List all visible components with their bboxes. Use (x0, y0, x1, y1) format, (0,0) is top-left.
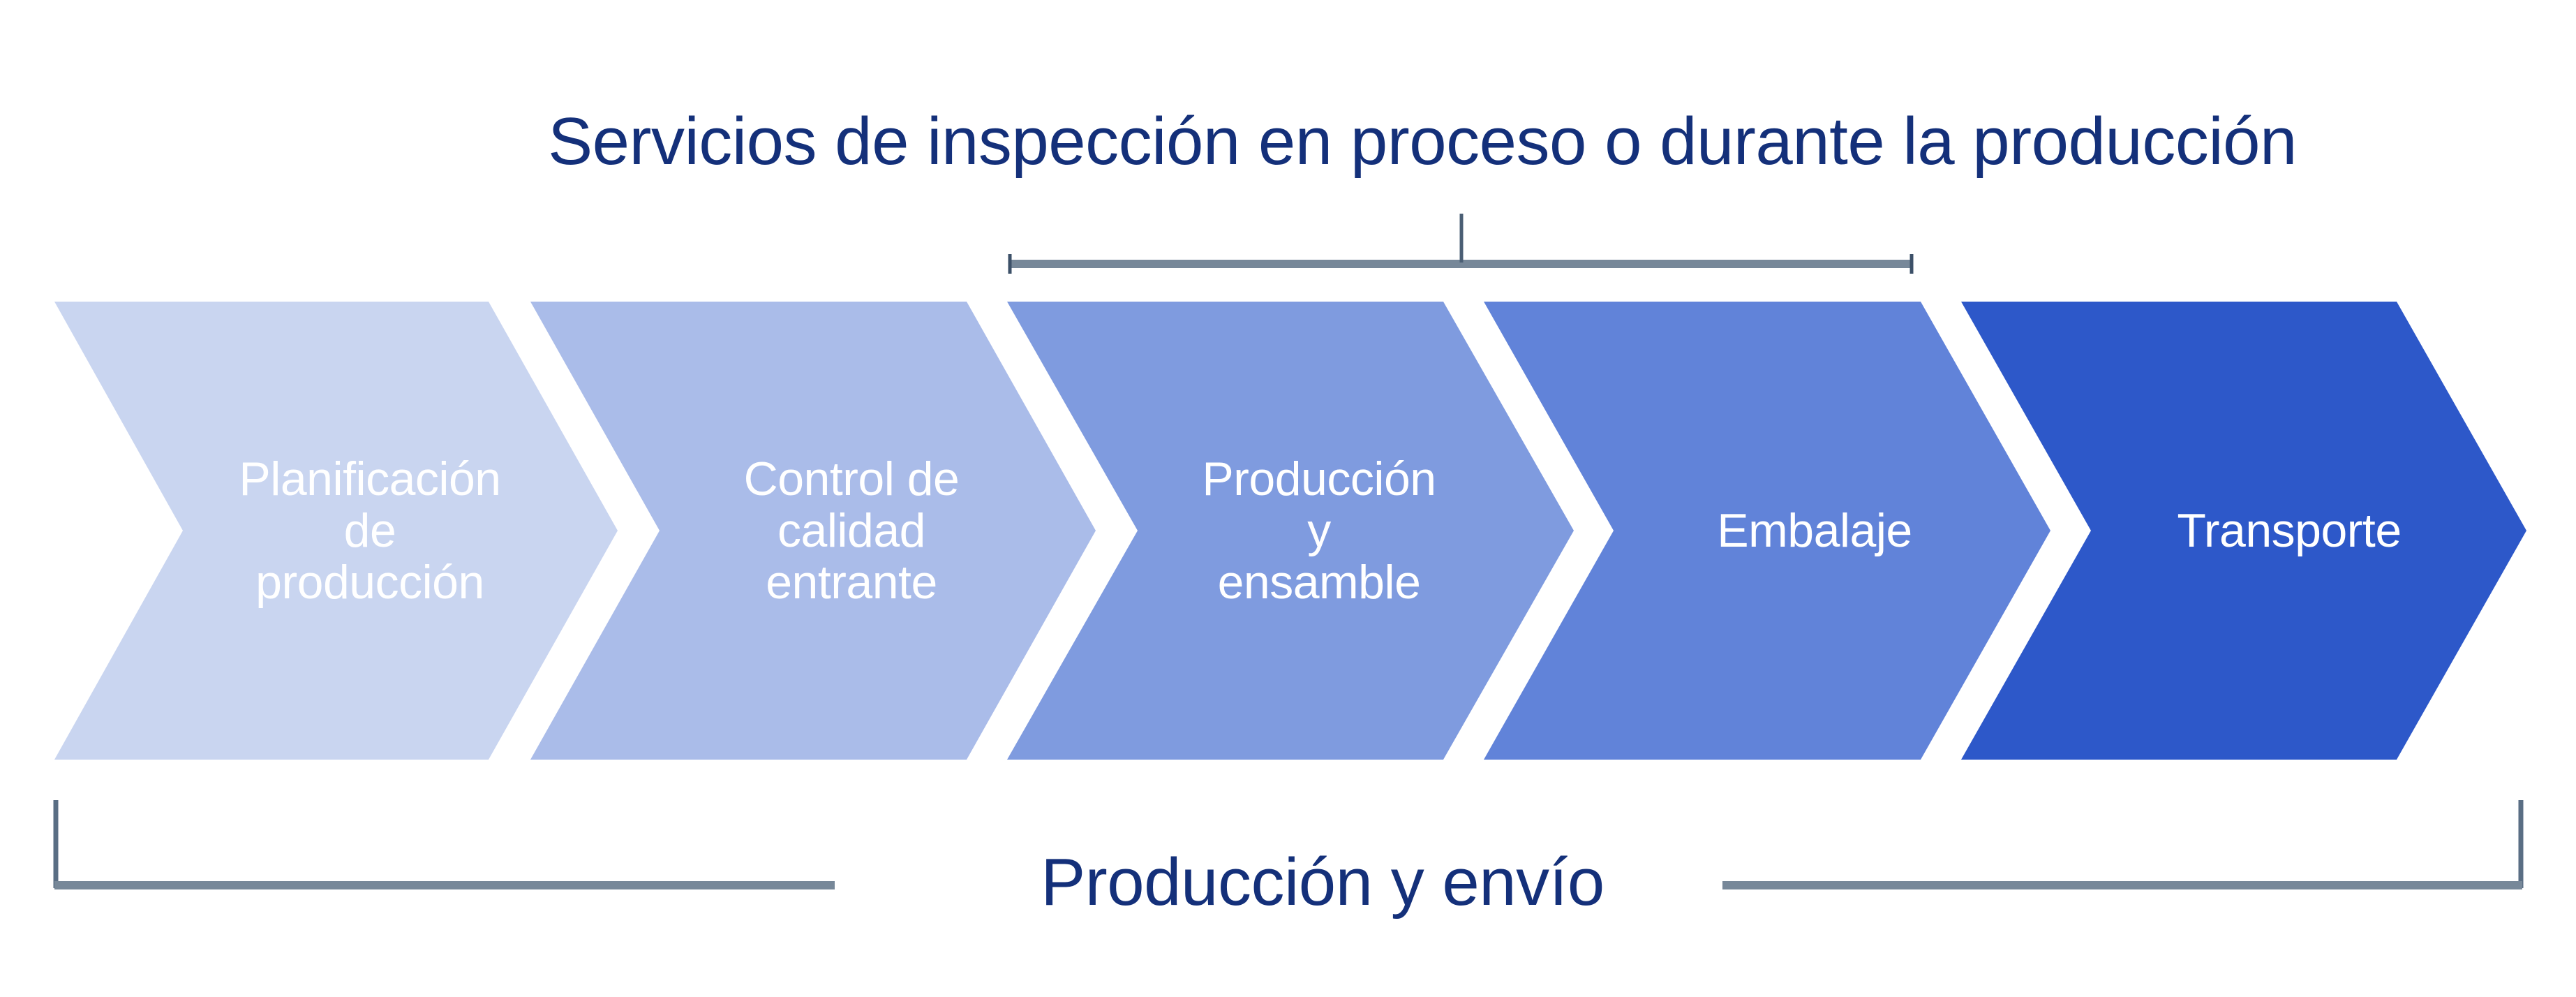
step-3-line-3: ensamble (1217, 556, 1421, 609)
step-label-4: Embalaje (1612, 302, 2017, 760)
step-label-3: Producción y ensamble (1117, 302, 1521, 760)
step-2-line-1: Control de (743, 452, 960, 505)
chevron-step-5 (1961, 302, 2526, 760)
step-2-line-3: entrante (766, 556, 937, 609)
chevron-step-4 (1484, 302, 2050, 760)
step-1-line-2: de (343, 504, 396, 557)
top-bracket (1008, 214, 1914, 274)
step-3-line-2: y (1307, 504, 1331, 557)
step-label-2: Control de calidad entrante (649, 302, 1054, 760)
chevron-step-2 (530, 302, 1096, 760)
step-2-line-2: calidad (777, 504, 926, 557)
bottom-bracket-label: Producción y envío (1041, 845, 1605, 920)
step-1-line-3: producción (255, 556, 484, 609)
step-label-1: Planificación de producción (167, 302, 572, 760)
step-4-line-1: Embalaje (1717, 504, 1912, 557)
bottom-bracket (53, 800, 2524, 889)
chevron-step-3 (1007, 302, 1574, 760)
step-5-line-1: Transporte (2177, 504, 2402, 557)
step-3-line-1: Producción (1202, 452, 1436, 505)
top-bracket-title: Servicios de inspección en proceso o dur… (548, 104, 2297, 179)
chevron-step-1 (54, 302, 618, 760)
step-1-line-1: Planificación (239, 452, 501, 505)
step-label-5: Transporte (2087, 302, 2492, 760)
